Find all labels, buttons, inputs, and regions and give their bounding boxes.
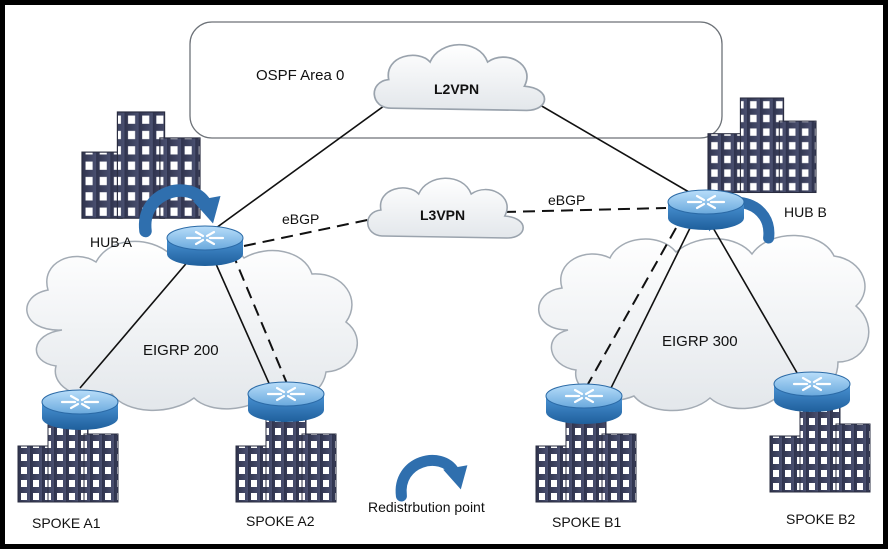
spoke-b2-router-icon <box>772 370 852 414</box>
dashed-hubb-spokeb1 <box>587 227 677 385</box>
link-huba-l2vpn <box>204 102 389 237</box>
eigrp-300-label: EIGRP 300 <box>662 333 738 350</box>
ospf-area-box <box>189 21 723 139</box>
l3vpn-label: L3VPN <box>420 207 465 223</box>
spoke-b1-label: SPOKE B1 <box>552 514 621 530</box>
hub-b-label: HUB B <box>784 204 827 220</box>
link-hubb-spokeb1 <box>610 221 694 389</box>
ebgp-right-label: eBGP <box>548 192 585 208</box>
hub-b-router-icon <box>666 188 746 232</box>
eigrp-200-cloud <box>26 240 358 411</box>
eigrp-200-label: EIGRP 200 <box>143 342 219 359</box>
dashed-huba-spokea2 <box>231 251 289 387</box>
ebgp-left-label: eBGP <box>282 211 319 227</box>
link-l2vpn-hubb <box>527 97 707 203</box>
spoke-a2-router-icon <box>246 380 326 424</box>
legend-label: Redistrbution point <box>368 499 485 515</box>
link-hubb-spokeb2 <box>711 225 801 379</box>
hub-a-label: HUB A <box>90 234 133 250</box>
ebgp-link-right <box>503 207 667 213</box>
spoke-a2-label: SPOKE A2 <box>246 513 315 529</box>
spoke-b1-router-icon <box>544 382 624 426</box>
dashed-links <box>231 207 677 387</box>
links <box>79 97 801 391</box>
ospf-area-label: OSPF Area 0 <box>256 67 344 84</box>
link-huba-spokea1 <box>79 251 197 389</box>
l2vpn-label: L2VPN <box>434 81 479 97</box>
spoke-a1-label: SPOKE A1 <box>32 515 101 531</box>
hub-a-router-icon <box>165 224 245 268</box>
spoke-b2-label: SPOKE B2 <box>786 511 855 527</box>
spoke-a1-router-icon <box>40 388 120 432</box>
ebgp-link-left <box>243 218 373 247</box>
link-huba-spokea2 <box>211 254 273 391</box>
